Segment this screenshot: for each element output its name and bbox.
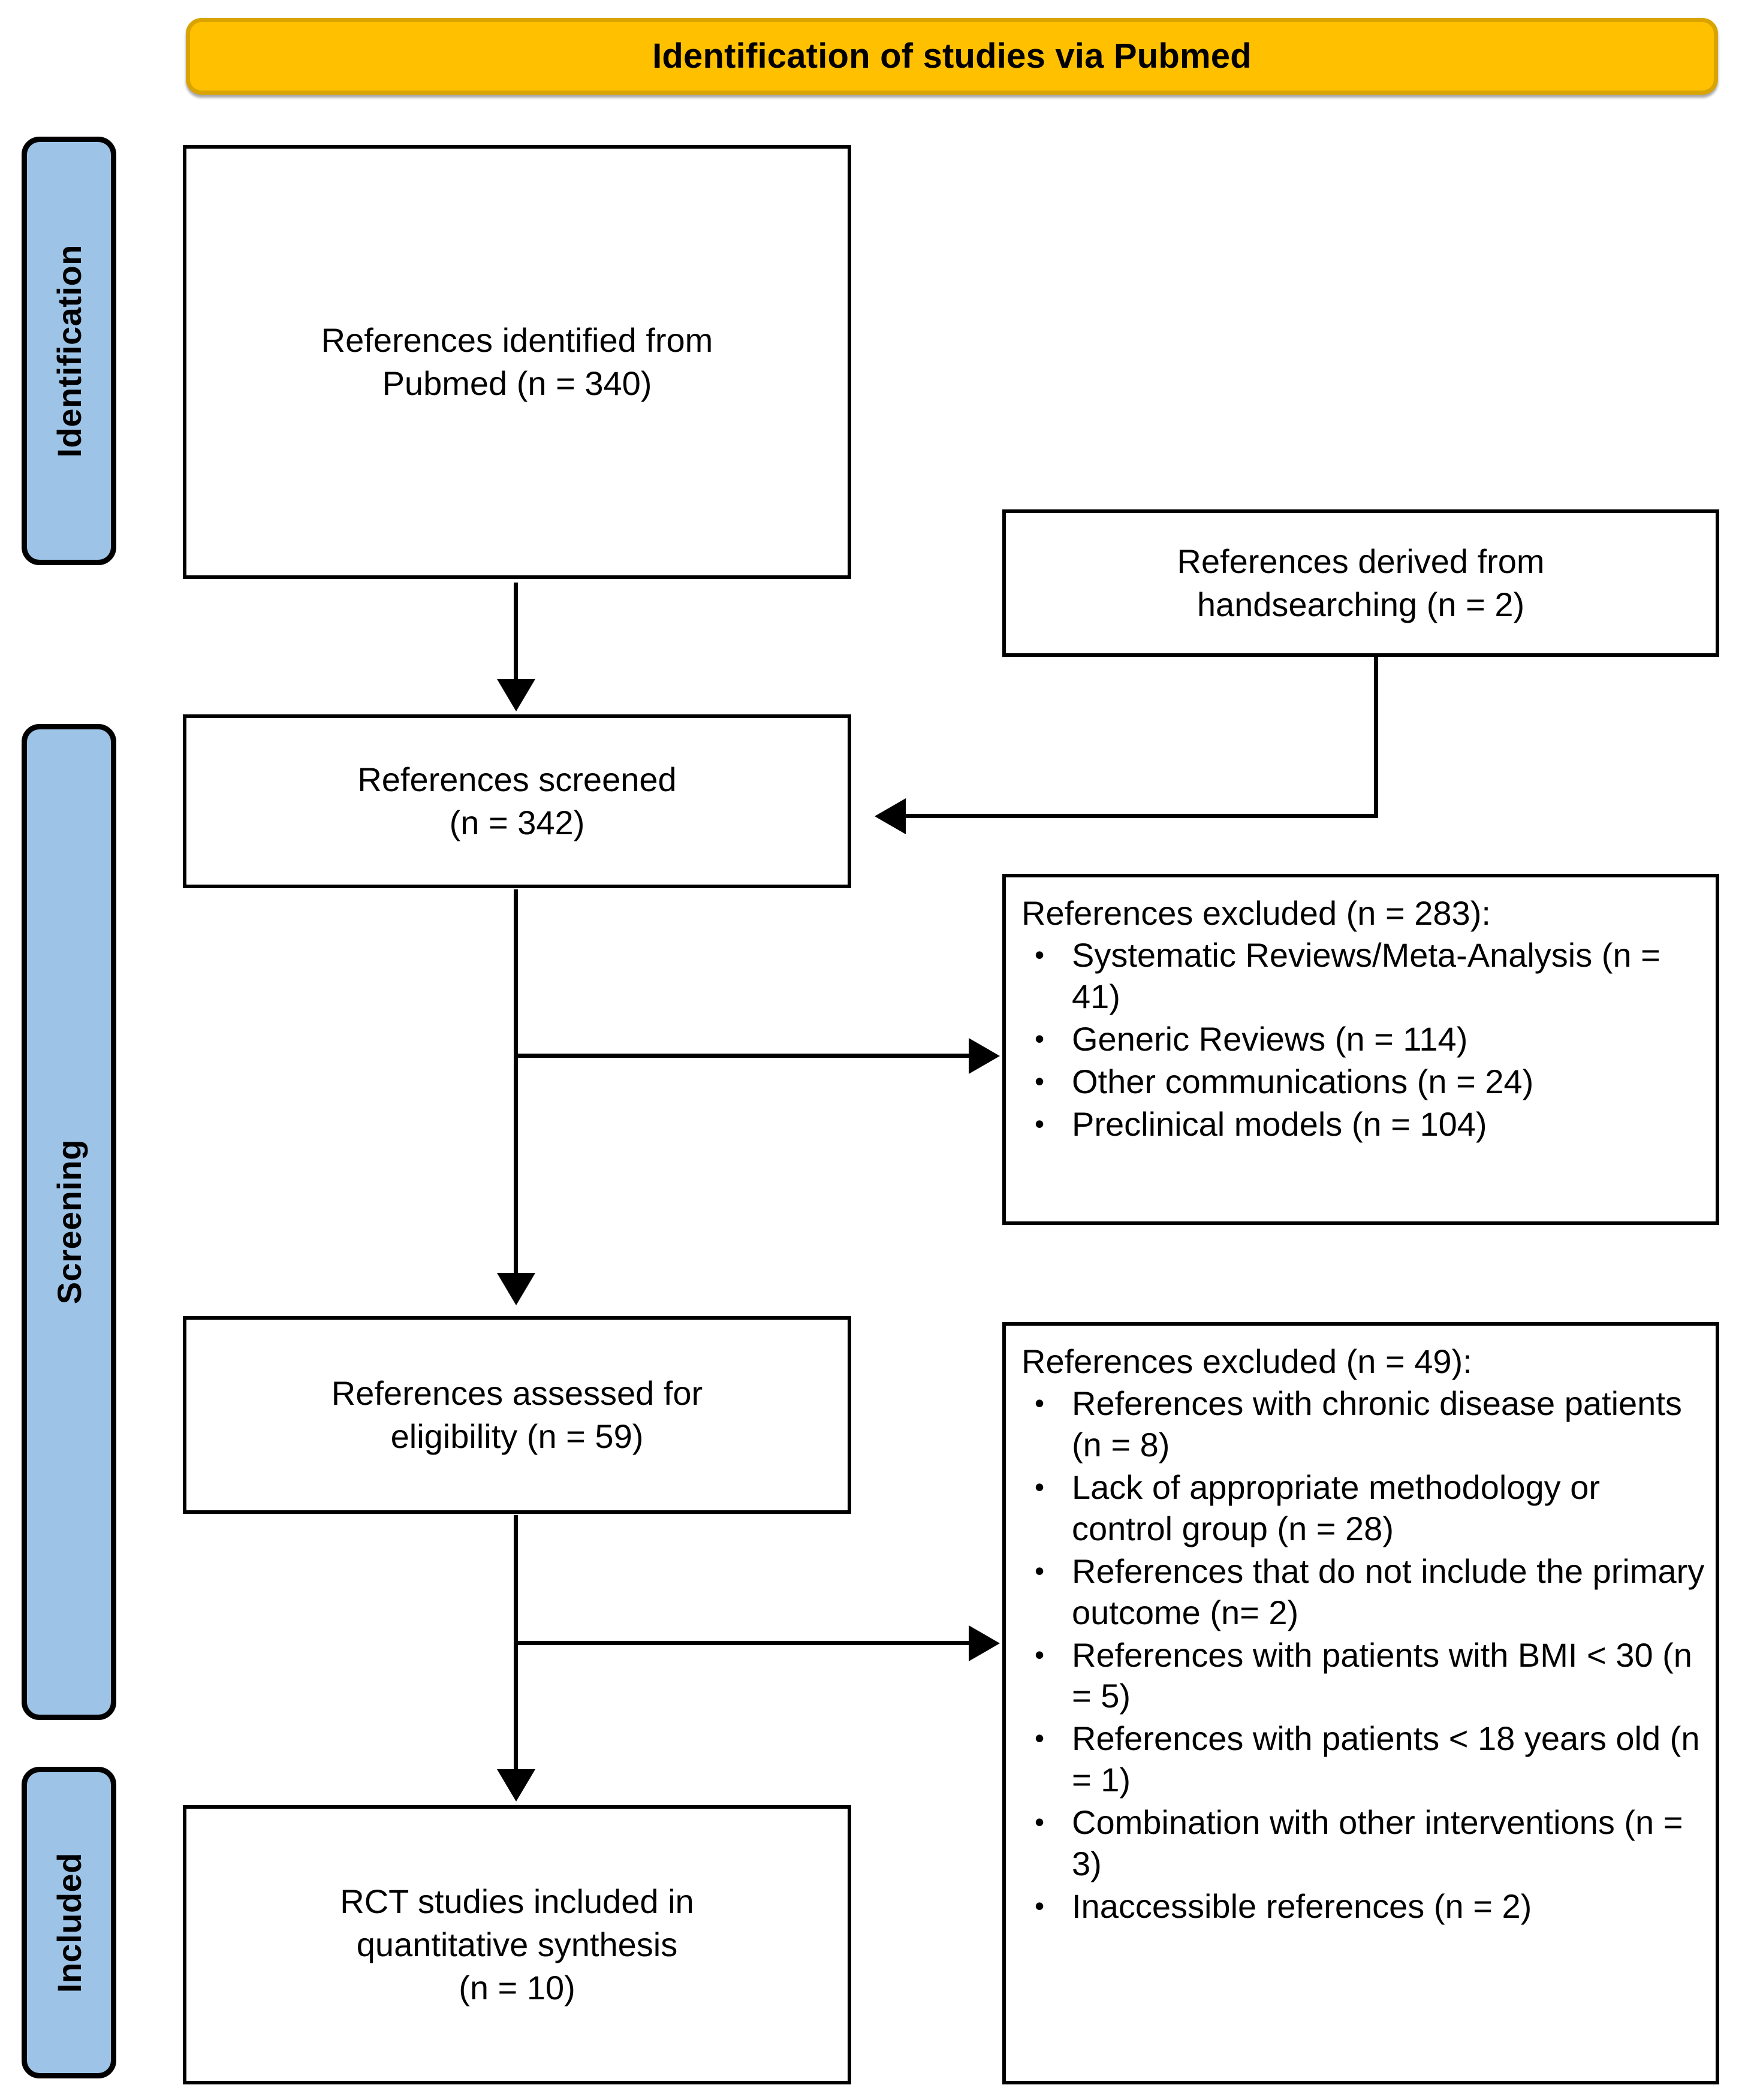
list-item-text: References with chronic disease patients… (1072, 1384, 1682, 1464)
list-item-text: Preclinical models (n = 104) (1072, 1105, 1487, 1143)
list-item-text: Systematic Reviews/Meta-Analysis (n = 41… (1072, 936, 1660, 1016)
bullet-icon: • (1035, 1806, 1045, 1838)
list-item: • Generic Reviews (n = 114) (1021, 1019, 1705, 1060)
connector-identified-to-screened-arrow (497, 679, 535, 711)
list-item-text: References with patients < 18 years old … (1072, 1719, 1700, 1799)
connector-screened-to-excluded-horizontal (516, 1054, 969, 1058)
connector-eligibility-to-included-arrow (497, 1769, 535, 1802)
connector-identified-to-screened-line (514, 583, 518, 683)
list-item-text: References with patients with BMI < 30 (… (1072, 1636, 1692, 1715)
included-line-1: RCT studies included in (340, 1882, 694, 1921)
eligibility-line-2: eligibility (n = 59) (390, 1417, 644, 1455)
stage-label-included-text: Included (50, 1852, 88, 1993)
box-references-eligibility-text: References assessed for eligibility (n =… (316, 1372, 718, 1458)
list-item: • Systematic Reviews/Meta-Analysis (n = … (1021, 935, 1705, 1018)
list-item: • References that do not include the pri… (1021, 1551, 1705, 1634)
identified-line-1: References identified from (321, 321, 713, 360)
list-item: • Inaccessible references (n = 2) (1021, 1886, 1705, 1927)
connector-eligibility-to-excluded-horizontal (516, 1641, 969, 1645)
box-references-identified-text: References identified from Pubmed (n = 3… (306, 319, 729, 405)
list-item-text: Lack of appropriate methodology or contr… (1072, 1468, 1600, 1547)
bullet-icon: • (1035, 1108, 1045, 1139)
stage-label-screening-text: Screening (50, 1139, 88, 1305)
box-references-excluded-eligibility: References excluded (n = 49): • Referenc… (1002, 1322, 1719, 2084)
connector-handsearching-horizontal (905, 814, 1378, 818)
identified-line-2: Pubmed (n = 340) (382, 364, 652, 402)
box-references-screened-text: References screened (n = 342) (342, 758, 692, 844)
bullet-icon: • (1035, 1722, 1045, 1754)
bullet-icon: • (1035, 939, 1045, 971)
box-references-handsearching-text: References derived from handsearching (n… (1161, 540, 1560, 626)
connector-eligibility-to-excluded-arrow (969, 1625, 1000, 1661)
list-item-text: References that do not include the prima… (1072, 1552, 1705, 1631)
connector-handsearching-vertical (1374, 657, 1378, 817)
box-references-screened: References screened (n = 342) (183, 714, 851, 888)
eligibility-line-1: References assessed for (331, 1374, 703, 1413)
bullet-icon: • (1035, 1387, 1045, 1419)
diagram-title: Identification of studies via Pubmed (652, 37, 1252, 76)
bullet-icon: • (1035, 1023, 1045, 1055)
list-item: • References with patients with BMI < 30… (1021, 1635, 1705, 1718)
box-references-handsearching: References derived from handsearching (n… (1002, 509, 1719, 657)
bullet-icon: • (1035, 1065, 1045, 1097)
screened-line-2: (n = 342) (449, 804, 585, 841)
list-item: • Lack of appropriate methodology or con… (1021, 1467, 1705, 1550)
bullet-icon: • (1035, 1639, 1045, 1670)
connector-screened-to-eligibility-arrow (497, 1273, 535, 1305)
included-line-2: quantitative synthesis (356, 1926, 678, 1964)
list-item: • Other communications (n = 24) (1021, 1061, 1705, 1103)
list-item: • References with chronic disease patien… (1021, 1383, 1705, 1466)
excluded-eligibility-title: References excluded (n = 49): (1021, 1342, 1472, 1380)
excluded-screening-list: • Systematic Reviews/Meta-Analysis (n = … (1021, 935, 1705, 1145)
connector-screened-to-eligibility-line (514, 889, 518, 1277)
box-references-eligibility: References assessed for eligibility (n =… (183, 1316, 851, 1514)
excluded-eligibility-list: • References with chronic disease patien… (1021, 1383, 1705, 1927)
excluded-screening-title: References excluded (n = 283): (1021, 894, 1491, 932)
list-item-text: Combination with other interventions (n … (1072, 1803, 1683, 1882)
box-rct-studies-included-text: RCT studies included in quantitative syn… (324, 1880, 709, 2009)
bullet-icon: • (1035, 1555, 1045, 1586)
connector-screened-to-excluded-arrow (969, 1038, 1000, 1074)
connector-handsearching-arrow (875, 798, 906, 834)
handsearching-line-1: References derived from (1177, 542, 1545, 581)
stage-label-included: Included (22, 1767, 116, 2078)
box-references-identified: References identified from Pubmed (n = 3… (183, 145, 851, 579)
list-item-text: Inaccessible references (n = 2) (1072, 1887, 1532, 1925)
handsearching-line-2: handsearching (n = 2) (1197, 586, 1525, 623)
bullet-icon: • (1035, 1890, 1045, 1921)
stage-label-identification-text: Identification (50, 244, 88, 458)
box-references-excluded-screening: References excluded (n = 283): • Systema… (1002, 874, 1719, 1225)
diagram-header-banner: Identification of studies via Pubmed (186, 18, 1718, 95)
screened-line-1: References screened (357, 761, 677, 799)
list-item-text: Generic Reviews (n = 114) (1072, 1020, 1468, 1058)
included-line-3: (n = 10) (459, 1968, 575, 2007)
list-item: • Combination with other interventions (… (1021, 1802, 1705, 1885)
box-rct-studies-included: RCT studies included in quantitative syn… (183, 1805, 851, 2084)
list-item: • Preclinical models (n = 104) (1021, 1104, 1705, 1145)
bullet-icon: • (1035, 1471, 1045, 1503)
stage-label-identification: Identification (22, 137, 116, 565)
list-item: • References with patients < 18 years ol… (1021, 1718, 1705, 1801)
stage-label-screening: Screening (22, 724, 116, 1720)
list-item-text: Other communications (n = 24) (1072, 1062, 1534, 1100)
